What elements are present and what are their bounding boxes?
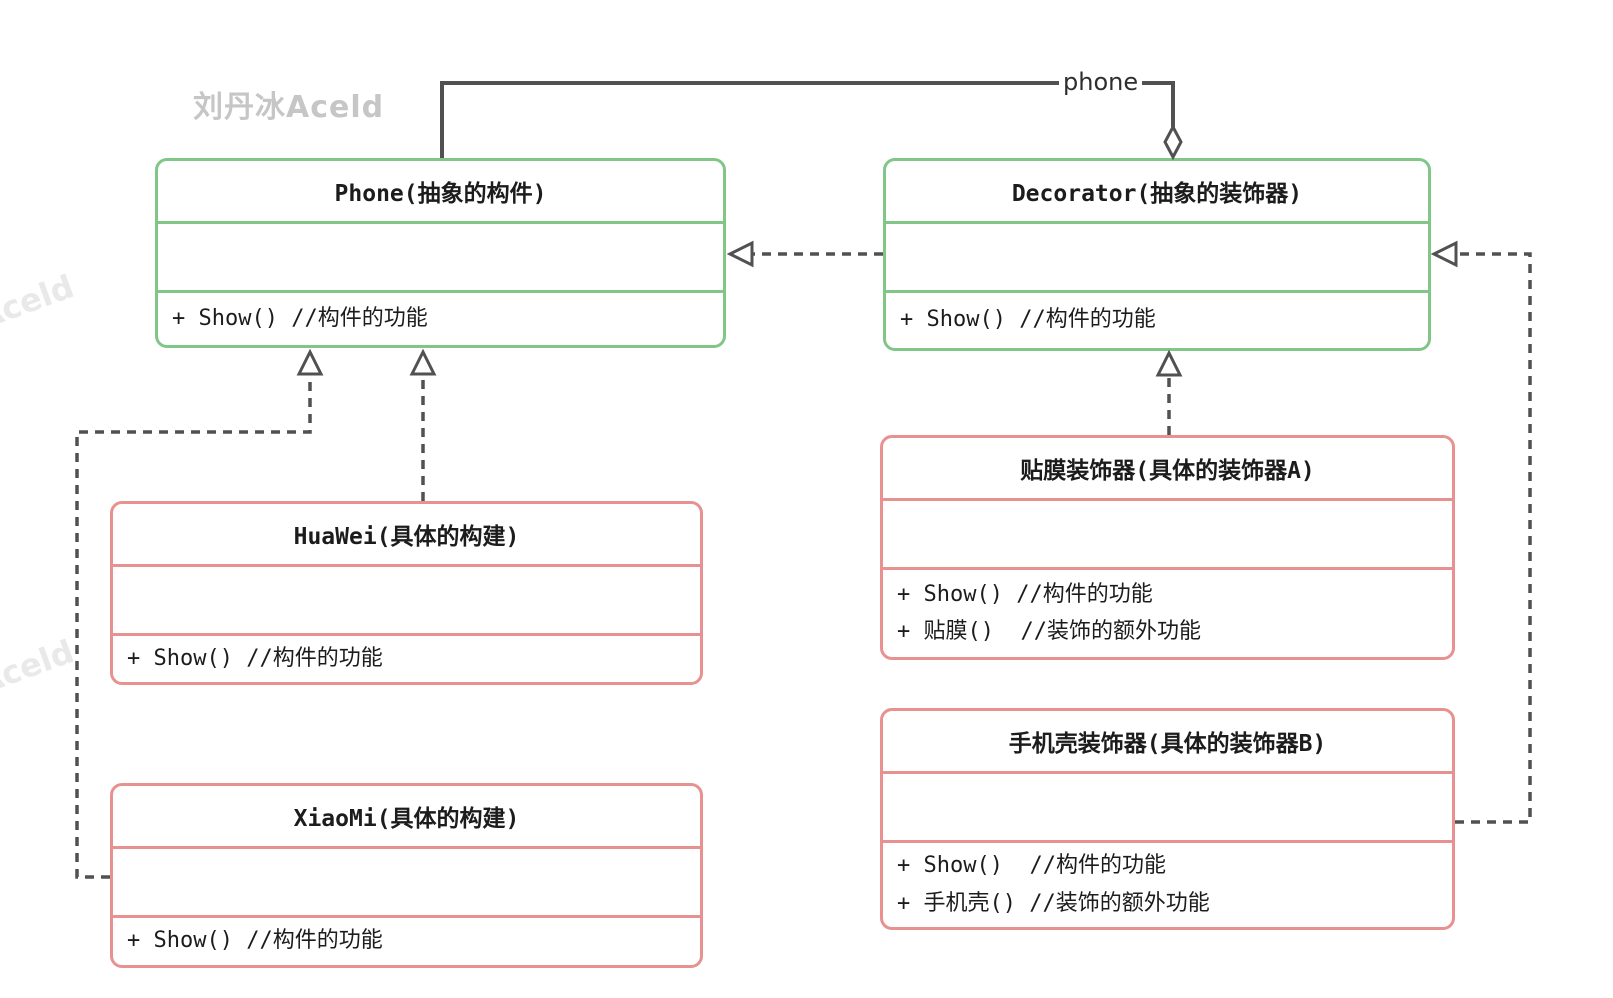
xiaomi-class-title: XiaoMi(具体的构建) <box>293 806 520 832</box>
method-line: + Show() //构件的功能 <box>897 853 1166 879</box>
decorator-class-box: Decorator(抽象的装饰器) + Show() //构件的功能 <box>883 158 1431 351</box>
method-line: + 手机壳() //装饰的额外功能 <box>897 890 1210 916</box>
film-decorator-class-title: 贴膜装饰器(具体的装饰器A) <box>1020 458 1315 484</box>
xiaomi-class-attributes-section <box>113 846 700 918</box>
open-arrowhead-icon-up-huawei <box>409 348 437 376</box>
xiaomi-class-box: XiaoMi(具体的构建) + Show() //构件的功能 <box>110 783 703 968</box>
watermark-side-top: Aceld <box>0 267 79 337</box>
phone-class-box: Phone(抽象的构件) + Show() //构件的功能 <box>155 158 726 348</box>
film-decorator-class-methods-section: + Show() //构件的功能 + 贴膜() //装饰的额外功能 <box>883 570 1452 657</box>
case-decorator-class-box: 手机壳装饰器(具体的装饰器B) + Show() //构件的功能 + 手机壳()… <box>880 708 1455 930</box>
aggregation-label: phone <box>1059 68 1143 96</box>
method-line: + Show() //构件的功能 <box>897 581 1153 607</box>
method-line: + Show() //构件的功能 <box>900 307 1156 333</box>
phone-class-attributes-section <box>158 221 723 293</box>
watermark-side-bottom: Aceld <box>0 632 79 702</box>
huawei-class-box: HuaWei(具体的构建) + Show() //构件的功能 <box>110 501 703 685</box>
case-decorator-class-attributes-section <box>883 771 1452 843</box>
case-decorator-class-methods-section: + Show() //构件的功能 + 手机壳() //装饰的额外功能 <box>883 843 1452 927</box>
aggregation-diamond-icon <box>1163 123 1183 161</box>
method-line: + Show() //构件的功能 <box>127 645 383 671</box>
open-arrowhead-icon-up-xiaomi <box>296 348 324 376</box>
phone-class-methods-section: + Show() //构件的功能 <box>158 293 723 345</box>
decorator-class-attributes-section <box>886 221 1428 293</box>
film-decorator-class-attributes-section <box>883 498 1452 570</box>
open-arrowhead-icon-left-decorator <box>1430 240 1458 268</box>
method-line: + Show() //构件的功能 <box>127 928 383 954</box>
method-line: + 贴膜() //装饰的额外功能 <box>897 619 1201 644</box>
phone-class-title: Phone(抽象的构件) <box>334 181 547 207</box>
open-arrowhead-icon-left <box>726 240 754 268</box>
realization-line-case-to-decorator <box>1455 252 1532 824</box>
huawei-class-title: HuaWei(具体的构建) <box>293 524 520 550</box>
decorator-class-title: Decorator(抽象的装饰器) <box>1011 181 1303 207</box>
film-decorator-class-box: 贴膜装饰器(具体的装饰器A) + Show() //构件的功能 + 贴膜() /… <box>880 435 1455 660</box>
xiaomi-class-methods-section: + Show() //构件的功能 <box>113 918 700 965</box>
open-arrowhead-icon-up-film <box>1155 349 1183 377</box>
decorator-class-methods-section: + Show() //构件的功能 <box>886 293 1428 348</box>
method-line: + Show() //构件的功能 <box>172 305 428 331</box>
watermark-author: 刘丹冰Aceld <box>193 90 385 125</box>
huawei-class-methods-section: + Show() //构件的功能 <box>113 636 700 682</box>
huawei-class-attributes-section <box>113 564 700 636</box>
case-decorator-class-title: 手机壳装饰器(具体的装饰器B) <box>1008 731 1327 757</box>
